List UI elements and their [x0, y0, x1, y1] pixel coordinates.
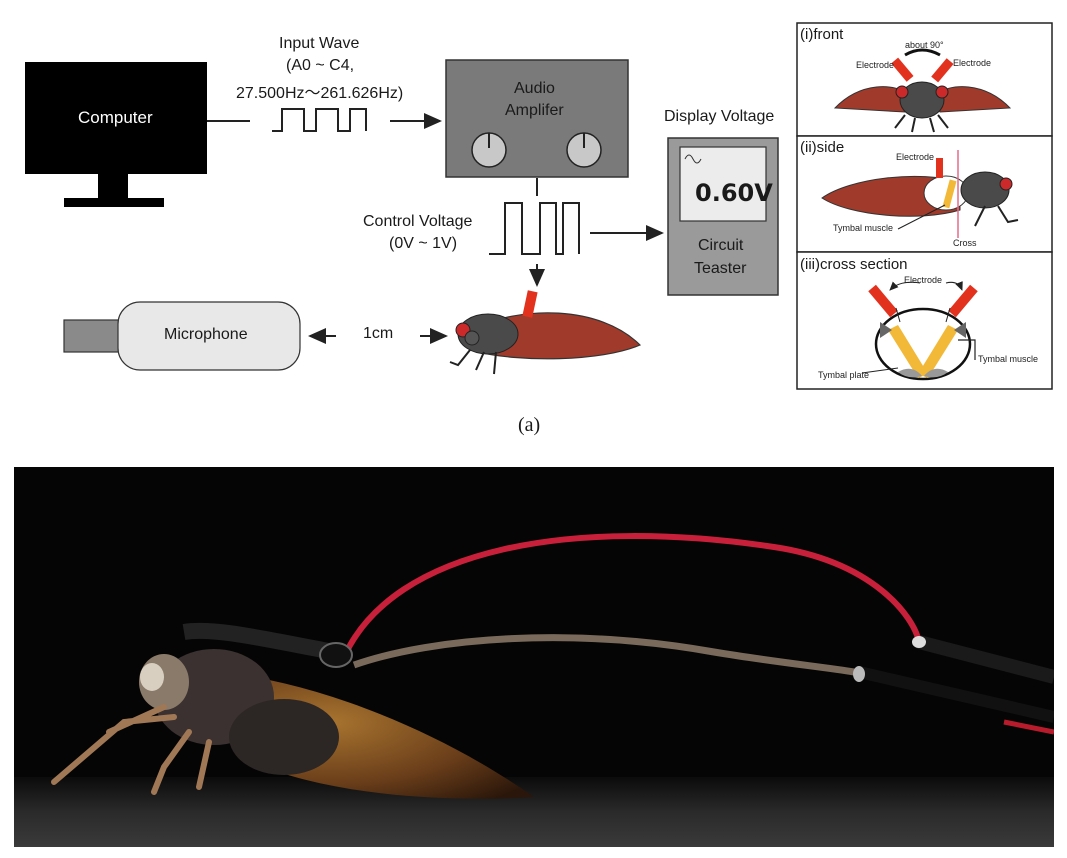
- tester-reading: 0.60V: [695, 179, 773, 207]
- input-wave-frequency: 27.500Hz〜261.626Hz): [236, 85, 404, 102]
- figure-caption: (a): [518, 414, 541, 436]
- side-muscle-label: Tymbal muscle: [833, 223, 894, 233]
- input-square-wave: [272, 108, 367, 132]
- sine-wave-icon: [684, 154, 702, 164]
- panel-side-title: (ii)side: [800, 139, 845, 156]
- tester-label-line1: Circuit: [698, 237, 744, 254]
- control-square-wave: [489, 202, 580, 255]
- photo-scene: [14, 467, 1054, 847]
- amplifier-label-line1: Audio: [514, 80, 555, 97]
- electrode-probe: [522, 290, 538, 318]
- tester-label-line2: Teaster: [694, 260, 747, 277]
- cross-muscle-label: Tymbal muscle: [978, 354, 1039, 364]
- circuit-tester: [667, 137, 779, 296]
- side-cross-label: Cross: [953, 238, 977, 248]
- cross-electrode-label: Electrode: [904, 275, 943, 285]
- display-voltage-title: Display Voltage: [664, 108, 775, 125]
- panel-cross-title: (iii)cross section: [800, 256, 908, 273]
- cross-section-diagram: [861, 281, 978, 381]
- control-voltage-title: Control Voltage: [363, 213, 473, 230]
- side-electrode-label: Electrode: [896, 152, 935, 162]
- cicada-illustration: [449, 290, 642, 375]
- front-view-cicada: [833, 48, 1012, 133]
- computer-label: Computer: [78, 108, 153, 127]
- cicada-photograph: [14, 467, 1054, 847]
- panel-front-title: (i)front: [800, 26, 844, 43]
- input-wave-title: Input Wave: [279, 35, 360, 52]
- microphone-icon: [63, 301, 301, 371]
- amplifier-label-line2: Amplifer: [505, 102, 564, 119]
- control-voltage-range: (0V ~ 1V): [389, 235, 458, 252]
- side-view-cicada: [821, 150, 1019, 238]
- cross-plate-label: Tymbal plate: [818, 370, 870, 380]
- microphone-label: Microphone: [164, 326, 248, 343]
- experiment-diagram: [25, 22, 1053, 390]
- front-angle-label: about 90°: [905, 40, 944, 50]
- front-electrode-left: Electrode: [856, 60, 895, 70]
- distance-label: 1cm: [363, 325, 394, 342]
- computer-monitor-icon: [25, 62, 207, 207]
- input-wave-range: (A0 ~ C4,: [286, 57, 355, 74]
- front-electrode-right: Electrode: [953, 58, 992, 68]
- tester-screen: [679, 146, 767, 222]
- amplifier-box: [445, 59, 629, 178]
